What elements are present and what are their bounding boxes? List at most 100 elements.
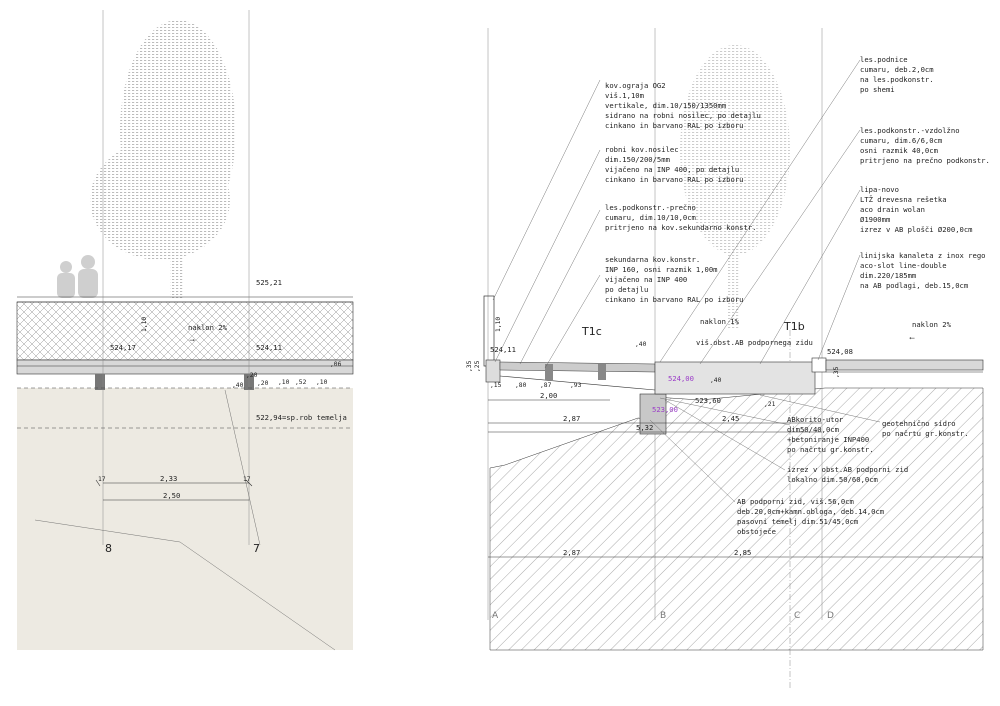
elevation-deck-right: 524,11 (256, 343, 282, 352)
elevation-deck: 524,17 (110, 343, 136, 352)
slope-label: naklon 2% (188, 323, 228, 332)
deck-boards (499, 361, 656, 373)
svg-text:po načrtu gr.konstr.: po načrtu gr.konstr. (882, 429, 969, 438)
note-transverse-timber: les.podkonstr.-prečno cumaru, dim.10/10,… (605, 203, 756, 232)
svg-text:⟶: ⟶ (189, 335, 195, 344)
elevation: 524,08 (827, 347, 853, 356)
slope-label: naklon 2% (912, 320, 952, 329)
small-dim: ,10 (316, 379, 328, 386)
right-section: 2,00 2,87 2,45 5,32 2,87 2,85 ,80 ,87 ,9… (466, 28, 990, 690)
dim: ,25 (474, 360, 481, 372)
axis-label-7: 7 (253, 542, 260, 555)
svg-text:AB podporni zid, viš.56,0cm: AB podporni zid, viš.56,0cm (737, 497, 854, 506)
edge-beam (485, 359, 501, 383)
svg-text:+betoniranje INP400: +betoniranje INP400 (787, 435, 869, 444)
dim: 2,85 (734, 548, 751, 557)
elevation: 524,11 (490, 345, 516, 354)
ground-fill (17, 388, 353, 650)
note-tree-grate: lipa-novo LTŽ drevesna rešetka aco drain… (860, 185, 973, 234)
rail-height: 1,10 (141, 317, 148, 332)
note-drain-channel: linijska kanaleta z inox rego aco-slot l… (860, 251, 986, 290)
svg-text:cumaru, deb.2,0cm: cumaru, deb.2,0cm (860, 65, 934, 74)
deck-slab (16, 359, 354, 375)
tree-graphic (90, 20, 236, 300)
dim-span-inner: 2,33 (160, 474, 177, 483)
dim: ,35 (466, 360, 473, 372)
svg-text:les.podnice: les.podnice (860, 55, 908, 64)
dim: 2,87 (563, 548, 580, 557)
small-dim: ,06 (330, 361, 342, 368)
svg-text:pritrjeno na kov.sekundarno ko: pritrjeno na kov.sekundarno konstr. (605, 223, 756, 232)
people-silhouette (57, 255, 98, 298)
svg-text:ABkorito-utor: ABkorito-utor (787, 415, 844, 424)
svg-text:cumaru, dim.6/6,0cm: cumaru, dim.6/6,0cm (860, 136, 942, 145)
svg-text:po shemi: po shemi (860, 85, 895, 94)
note-edge-beam: robni kov.nosilec dim.150/200/5mm vijače… (605, 145, 743, 184)
svg-text:les.podkonstr.-prečno: les.podkonstr.-prečno (605, 203, 696, 212)
elevation-foundation: 522,94=sp.rob temelja (256, 413, 347, 422)
railing-mesh (16, 301, 354, 361)
svg-text:izrez v AB plošči Ø200,0cm: izrez v AB plošči Ø200,0cm (860, 225, 973, 234)
dim: ,40 (635, 341, 647, 348)
dim: 2,00 (540, 391, 557, 400)
dim: ,93 (570, 382, 582, 389)
svg-text:Ø1900mm: Ø1900mm (860, 215, 890, 224)
dim: ,87 (540, 382, 552, 389)
concrete-slab (654, 361, 816, 395)
svg-text:vijačeno na INP 400, po detajl: vijačeno na INP 400, po detajlu (605, 165, 739, 174)
dim-span-total: 2,50 (163, 491, 180, 500)
svg-text:cinkano in barvano RAL po izbo: cinkano in barvano RAL po izboru (605, 295, 743, 304)
note-longitudinal-timber: les.podkonstr.-vzdolžno cumaru, dim.6/6,… (860, 126, 990, 165)
svg-text:vijačeno na INP 400: vijačeno na INP 400 (605, 275, 687, 284)
svg-text:osni razmik 40,0cm: osni razmik 40,0cm (860, 146, 938, 155)
svg-text:sekundarna kov.konstr.: sekundarna kov.konstr. (605, 255, 700, 264)
svg-text:lipa-novo: lipa-novo (860, 185, 899, 194)
svg-text:pasovni temelj dim.51/45,0cm: pasovni temelj dim.51/45,0cm (737, 517, 858, 526)
rail-height: 1,10 (495, 317, 502, 332)
railing-post (483, 295, 495, 367)
dim: 5,32 (636, 423, 653, 432)
svg-text:les.podkonstr.-vzdolžno: les.podkonstr.-vzdolžno (860, 126, 960, 135)
svg-text:dim.220/185mm: dim.220/185mm (860, 271, 916, 280)
svg-text:sidrano na robni nosilec, po d: sidrano na robni nosilec, po detajlu (605, 111, 761, 120)
svg-text:geotehnično sidro: geotehnično sidro (882, 419, 956, 428)
pavement (825, 359, 984, 371)
axis-label-b: B (660, 611, 666, 621)
svg-text:cumaru, dim.10/10,0cm: cumaru, dim.10/10,0cm (605, 213, 696, 222)
small-dim: ,52 (295, 379, 307, 386)
note-secondary-steel: sekundarna kov.konstr. INP 160, osni raz… (605, 255, 743, 304)
svg-text:linijska kanaleta z inox rego: linijska kanaleta z inox rego (860, 251, 986, 260)
svg-text:na les.podkonstr.: na les.podkonstr. (860, 75, 934, 84)
note-wall-cutout: izrez v obst.AB podporni zid lokalno dim… (787, 465, 908, 484)
drain-channel (811, 357, 827, 373)
retaining-wall (639, 393, 667, 435)
axis-label-8: 8 (105, 542, 112, 555)
axis-label-a: A (492, 611, 499, 621)
dim: ,15 (490, 382, 502, 389)
elevation: 523,60 (695, 396, 721, 405)
svg-text:po detajlu: po detajlu (605, 285, 648, 294)
elevation: 523,00 (652, 405, 678, 414)
svg-text:INP 160, osni razmik 1,00m: INP 160, osni razmik 1,00m (605, 265, 718, 274)
elevation-top: 525,21 (256, 278, 282, 287)
svg-text:cinkano in barvano RAL po izbo: cinkano in barvano RAL po izboru (605, 175, 743, 184)
support-post (95, 374, 105, 390)
leader-lines (492, 59, 881, 503)
dim: 2,45 (722, 414, 739, 423)
svg-text:po načrtu gr.konstr.: po načrtu gr.konstr. (787, 445, 874, 454)
svg-text:dim50/40,0cm: dim50/40,0cm (787, 425, 839, 434)
small-dim: ,10 (278, 379, 290, 386)
svg-text:viš.1,10m: viš.1,10m (605, 91, 644, 100)
note-deck-boards: les.podnice cumaru, deb.2,0cm na les.pod… (860, 55, 934, 94)
small-dim: ,20 (257, 380, 269, 387)
dim: ,35 (833, 366, 840, 378)
left-section: 2,33 2,50 17 17 525,21 524,17 524,11 522… (16, 10, 354, 651)
note-concrete-trough: ABkorito-utor dim50/40,0cm +betoniranje … (787, 415, 874, 454)
slope-label: naklon 1% (700, 317, 740, 326)
dim: 2,87 (563, 414, 580, 423)
svg-text:pritrjeno na prečno podkonstr.: pritrjeno na prečno podkonstr. (860, 156, 990, 165)
note-railing: kov.ograja OG2 viš.1,10m vertikale, dim.… (605, 81, 761, 130)
terrain-line (34, 519, 336, 651)
small-dim: ,40 (232, 382, 244, 389)
